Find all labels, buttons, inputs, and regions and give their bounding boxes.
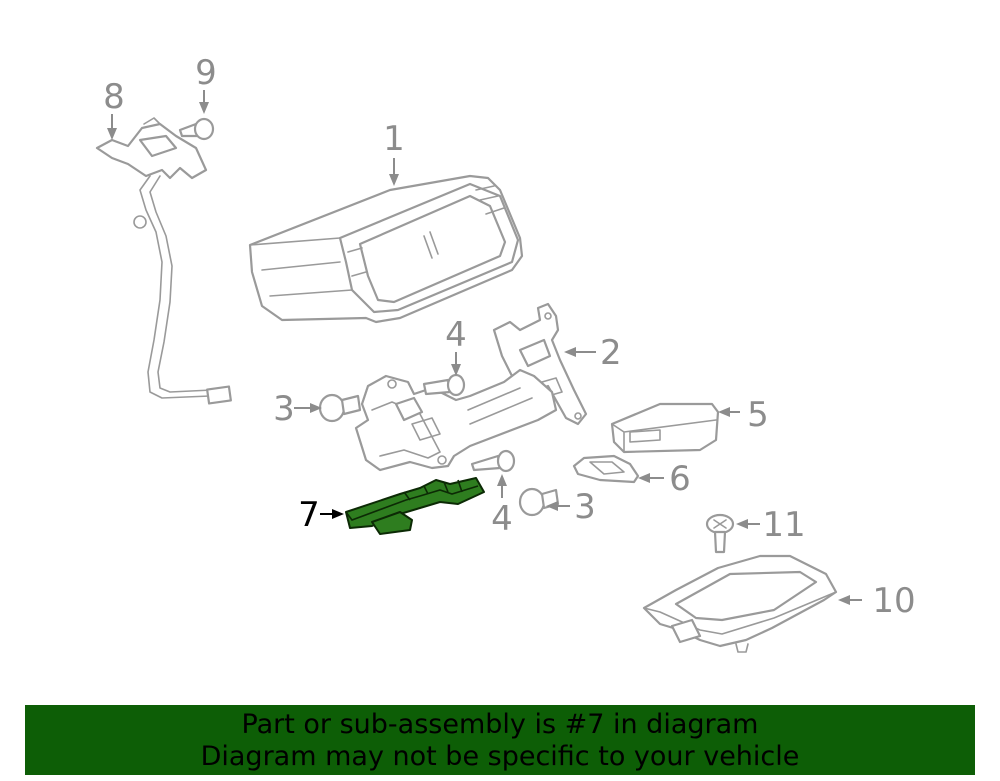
- callout-leaders: [107, 90, 862, 605]
- part-7-highlighted[interactable]: [345, 477, 485, 535]
- callout-numbers: 1 2 3 4 5 6 4 3 10 11 8 9 7: [103, 53, 915, 621]
- part-4-bolt-upper[interactable]: [422, 373, 466, 397]
- info-banner: Part or sub-assembly is #7 in diagram Di…: [25, 705, 975, 775]
- callout-7[interactable]: 7: [298, 495, 320, 535]
- main-bracket-assembly: [354, 368, 558, 472]
- callout-2[interactable]: 2: [600, 333, 622, 373]
- banner-line-part: Part or sub-assembly is #7 in diagram: [241, 709, 759, 740]
- callout-10[interactable]: 10: [872, 581, 915, 621]
- part-8-bracket-harness[interactable]: [95, 117, 232, 405]
- part-11-screw[interactable]: [705, 513, 735, 554]
- part-4-bolt-lower[interactable]: [470, 449, 516, 473]
- callout-8[interactable]: 8: [103, 77, 125, 117]
- part-10-control-module[interactable]: [642, 554, 838, 653]
- callout-9[interactable]: 9: [195, 53, 217, 93]
- callout-1[interactable]: 1: [383, 119, 405, 159]
- part-3-screw-lower[interactable]: [518, 487, 560, 517]
- part-1-display-unit[interactable]: [248, 174, 524, 324]
- callout-11[interactable]: 11: [762, 505, 805, 545]
- callout-4-upper[interactable]: 4: [445, 315, 467, 355]
- part-9-clip[interactable]: [178, 117, 215, 141]
- part-3-screw-upper[interactable]: [318, 393, 362, 423]
- callout-6[interactable]: 6: [669, 459, 691, 499]
- callout-4-lower[interactable]: 4: [491, 499, 513, 539]
- callout-3-lower[interactable]: 3: [574, 487, 596, 527]
- part-6-cover[interactable]: [572, 454, 640, 484]
- part-5-module[interactable]: [610, 402, 720, 454]
- parts-diagram: 1 2 3 4 5 6 4 3 10 11 8 9 7: [95, 53, 916, 653]
- callout-5[interactable]: 5: [747, 395, 769, 435]
- banner-line-disclaimer: Diagram may not be specific to your vehi…: [200, 741, 800, 772]
- callout-3-upper[interactable]: 3: [273, 389, 295, 429]
